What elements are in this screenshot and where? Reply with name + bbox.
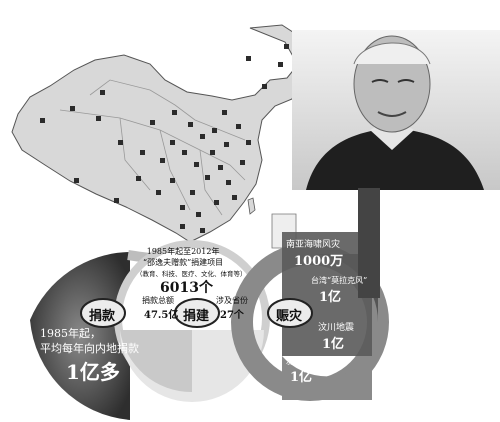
relief-item-value: 1000万 bbox=[294, 254, 344, 269]
marker bbox=[70, 106, 75, 111]
marker bbox=[222, 110, 227, 115]
marker bbox=[194, 162, 199, 167]
marker bbox=[170, 140, 175, 145]
marker bbox=[210, 150, 215, 155]
marker bbox=[180, 224, 185, 229]
marker bbox=[226, 180, 231, 185]
construction-amount-value: 47.5亿 bbox=[144, 310, 179, 321]
relief-item-value: 1亿 bbox=[322, 337, 345, 352]
construction-amount-label: 捐款总额 bbox=[142, 296, 174, 305]
construction-total: 6013个 bbox=[160, 280, 213, 296]
construction-headline: 1985年起至2012年 “邵逸夫赠款”捐建项目 bbox=[143, 247, 224, 267]
donation-amount: 1亿多 bbox=[66, 360, 120, 384]
map-province-lines bbox=[59, 79, 246, 216]
relief-item-value: 1亿 bbox=[319, 290, 342, 305]
badge-shapes bbox=[80, 298, 313, 328]
construction-provinces-value: 27个 bbox=[220, 310, 244, 321]
marker bbox=[205, 175, 210, 180]
marker bbox=[240, 160, 245, 165]
relief-badge-label: 赈灾 bbox=[276, 309, 303, 324]
donation-intro: 1985年起， 平均每年向内地捐款 bbox=[40, 327, 139, 355]
marker bbox=[212, 128, 217, 133]
marker bbox=[180, 205, 185, 210]
marker bbox=[96, 116, 101, 121]
map-land bbox=[11, 24, 306, 243]
marker bbox=[232, 195, 237, 200]
marker bbox=[190, 190, 195, 195]
portrait-photo bbox=[292, 30, 500, 190]
taiwan-island bbox=[247, 197, 256, 215]
marker bbox=[114, 198, 119, 203]
marker bbox=[214, 200, 219, 205]
marker bbox=[156, 190, 161, 195]
marker bbox=[150, 120, 155, 125]
marker bbox=[188, 122, 193, 127]
marker bbox=[278, 62, 283, 67]
marker bbox=[182, 150, 187, 155]
marker bbox=[170, 178, 175, 183]
marker bbox=[40, 118, 45, 123]
relief-item-label: 汶川地震 bbox=[318, 323, 355, 333]
marker bbox=[246, 140, 251, 145]
project-markers bbox=[40, 44, 289, 233]
construction-provinces-label: 涉及省份 bbox=[216, 296, 248, 305]
marker bbox=[200, 134, 205, 139]
marker bbox=[218, 165, 223, 170]
marker bbox=[118, 140, 123, 145]
construction-badge-label: 捐建 bbox=[183, 309, 210, 324]
marker bbox=[100, 90, 105, 95]
marker bbox=[284, 44, 289, 49]
marker bbox=[262, 84, 267, 89]
marker bbox=[236, 124, 241, 129]
relief-item-label: 雅安地震 bbox=[286, 357, 323, 367]
relief-item-label: 南亚海啸风灾 bbox=[286, 240, 341, 250]
donation-badge-label: 捐款 bbox=[89, 309, 116, 324]
china-map bbox=[11, 24, 306, 256]
marker bbox=[200, 228, 205, 233]
marker bbox=[224, 142, 229, 147]
marker bbox=[246, 56, 251, 61]
construction-subline: （教育、科技、医疗、文化、体育等） bbox=[136, 270, 247, 278]
marker bbox=[136, 176, 141, 181]
marker bbox=[140, 150, 145, 155]
relief-item-value: 1亿 bbox=[290, 370, 313, 385]
marker bbox=[160, 158, 165, 163]
marker bbox=[196, 212, 201, 217]
relief-item-label: 台湾“莫拉克风” bbox=[311, 276, 368, 285]
marker bbox=[74, 178, 79, 183]
marker bbox=[172, 110, 177, 115]
